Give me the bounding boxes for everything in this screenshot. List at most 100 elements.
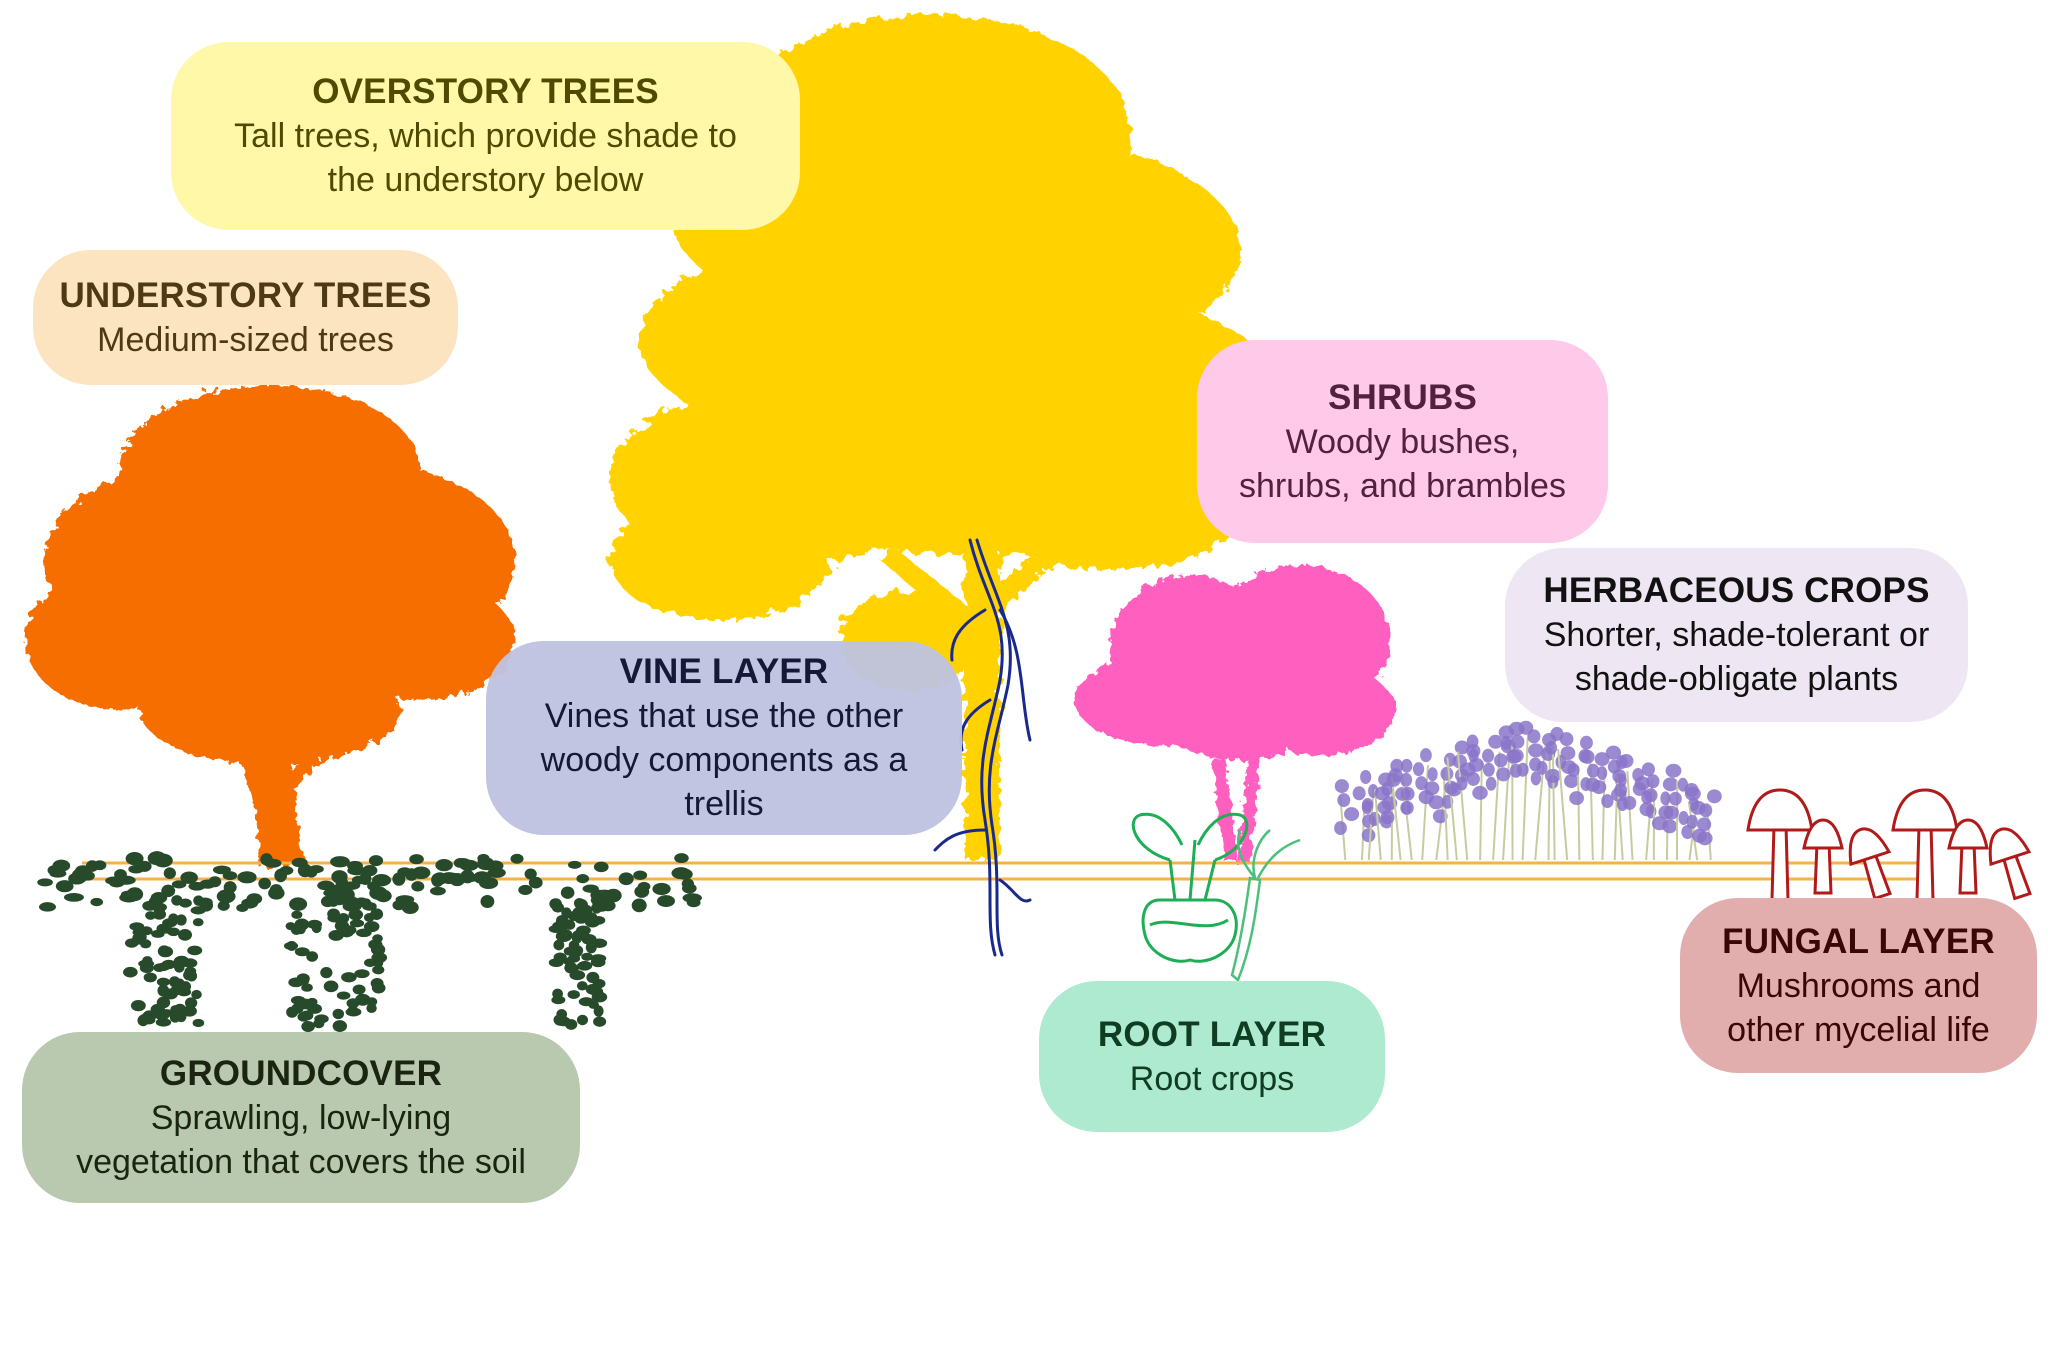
ivy-leaf xyxy=(291,910,303,919)
ivy-leaf xyxy=(366,997,378,1007)
fungal-description: Mushrooms and other mycelial life xyxy=(1727,966,1990,1049)
ivy-leaf xyxy=(186,970,198,982)
ivy-leaf xyxy=(510,853,524,864)
groundcover-ivy-icon xyxy=(37,851,702,1033)
lavender-flower xyxy=(1663,805,1679,820)
ivy-leaf xyxy=(584,915,601,928)
lavender-flower xyxy=(1605,745,1622,760)
lavender-flower xyxy=(1472,785,1488,800)
ivy-leaf xyxy=(191,989,202,1000)
lavender-flower xyxy=(1668,791,1682,806)
ivy-leaf xyxy=(568,860,582,869)
lavender-flower xyxy=(1545,740,1558,755)
ivy-leaf xyxy=(409,854,424,865)
lavender-flower xyxy=(1456,776,1468,791)
carrot-icon xyxy=(1230,829,1301,983)
ivy-leaf xyxy=(307,1003,323,1014)
lavender-flower xyxy=(1494,753,1508,768)
overstory-title: OVERSTORY TREES xyxy=(312,72,659,111)
lavender-flower xyxy=(1536,760,1548,775)
herbaceous-crops-label: HERBACEOUS CROPS Shorter, shade-tolerant… xyxy=(1505,548,1968,722)
lavender-flower xyxy=(1400,786,1415,801)
ivy-leaf xyxy=(373,956,384,969)
ivy-leaf xyxy=(348,909,364,921)
ivy-leaf xyxy=(323,980,339,993)
ivy-leaf xyxy=(173,955,190,968)
ivy-leaf xyxy=(553,939,565,951)
lavender-stem xyxy=(1557,748,1569,861)
ivy-leaf xyxy=(156,996,171,1009)
herbaceous-description: Shorter, shade-tolerant or shade-obligat… xyxy=(1543,616,1930,698)
lavender-flower xyxy=(1559,732,1574,747)
ivy-leaf xyxy=(371,982,386,994)
mushrooms-icon xyxy=(1746,788,2032,902)
ivy-leaf xyxy=(306,919,323,929)
lavender-flower xyxy=(1360,769,1372,784)
ivy-leaf xyxy=(553,1013,568,1026)
ivy-leaf xyxy=(576,925,591,935)
understory-description: Medium-sized trees xyxy=(97,320,394,359)
ivy-leaf xyxy=(157,984,170,997)
herbaceous-title: HERBACEOUS CROPS xyxy=(1543,571,1930,610)
ivy-leaf xyxy=(371,874,392,887)
lavender-flower xyxy=(1352,786,1366,801)
lavender-flower xyxy=(1428,795,1445,810)
lavender-flower xyxy=(1678,811,1689,826)
shrub-icon xyxy=(1075,565,1395,862)
ivy-leaf xyxy=(290,995,306,1005)
ivy-leaf xyxy=(578,997,594,1007)
lavender-stem xyxy=(1456,751,1469,861)
ivy-leaf xyxy=(459,859,479,871)
ivy-leaf xyxy=(401,901,419,914)
ivy-leaf xyxy=(137,860,152,872)
ivy-leaf xyxy=(652,882,671,896)
ivy-leaf xyxy=(563,946,578,956)
ivy-leaf xyxy=(137,1014,149,1027)
lavender-flower xyxy=(1707,789,1722,804)
ivy-leaf xyxy=(337,913,350,924)
ivy-leaf xyxy=(327,895,339,907)
ivy-leaf xyxy=(429,886,446,896)
ivy-leaf xyxy=(634,885,650,898)
shrubs-label: SHRUBS Woody bushes, shrubs, and bramble… xyxy=(1197,340,1608,543)
lavender-flower xyxy=(1500,735,1512,750)
lavender-flower xyxy=(1646,774,1660,789)
lavender-flower xyxy=(1386,772,1401,787)
ivy-leaf xyxy=(341,972,357,983)
lavender-flower xyxy=(1334,821,1347,836)
fungal-layer-label: FUNGAL LAYER Mushrooms and other mycelia… xyxy=(1680,898,2037,1073)
lavender-flower xyxy=(1482,762,1495,777)
ivy-leaf xyxy=(561,907,572,919)
ivy-leaf xyxy=(487,867,506,878)
mushroom-stem xyxy=(1813,841,1833,895)
ivy-leaf xyxy=(581,952,593,961)
lavender-stem xyxy=(1479,760,1483,861)
ivy-leaf xyxy=(55,880,74,893)
ivy-leaf xyxy=(563,957,575,966)
ivy-leaf xyxy=(217,900,230,911)
lavender-flower xyxy=(1596,766,1608,781)
ivy-leaf xyxy=(346,998,360,1009)
lavender-flower xyxy=(1544,768,1561,783)
lavender-flower xyxy=(1699,803,1713,818)
ivy-leaf xyxy=(294,947,310,957)
ivy-leaf xyxy=(555,923,568,932)
ivy-leaf xyxy=(363,913,375,922)
vine-description: Vines that use the other woody component… xyxy=(540,697,908,823)
ivy-leaf xyxy=(105,876,124,885)
lavender-flower xyxy=(1622,795,1637,810)
ivy-leaf xyxy=(576,873,590,884)
ivy-leaf xyxy=(157,945,171,958)
lavender-flower xyxy=(1440,766,1454,781)
ivy-leaf xyxy=(352,984,366,995)
mushroom-cap xyxy=(1848,827,1892,867)
lavender-flower xyxy=(1644,788,1658,803)
lavender-flower xyxy=(1591,780,1607,795)
lavender-flower xyxy=(1516,762,1529,777)
lavender-stem xyxy=(1547,749,1551,861)
ivy-leaf xyxy=(362,865,378,877)
ivy-leaf xyxy=(681,883,697,894)
lavender-flower xyxy=(1528,743,1544,758)
overstory-description: Tall trees, which provide shade to the u… xyxy=(234,117,737,199)
